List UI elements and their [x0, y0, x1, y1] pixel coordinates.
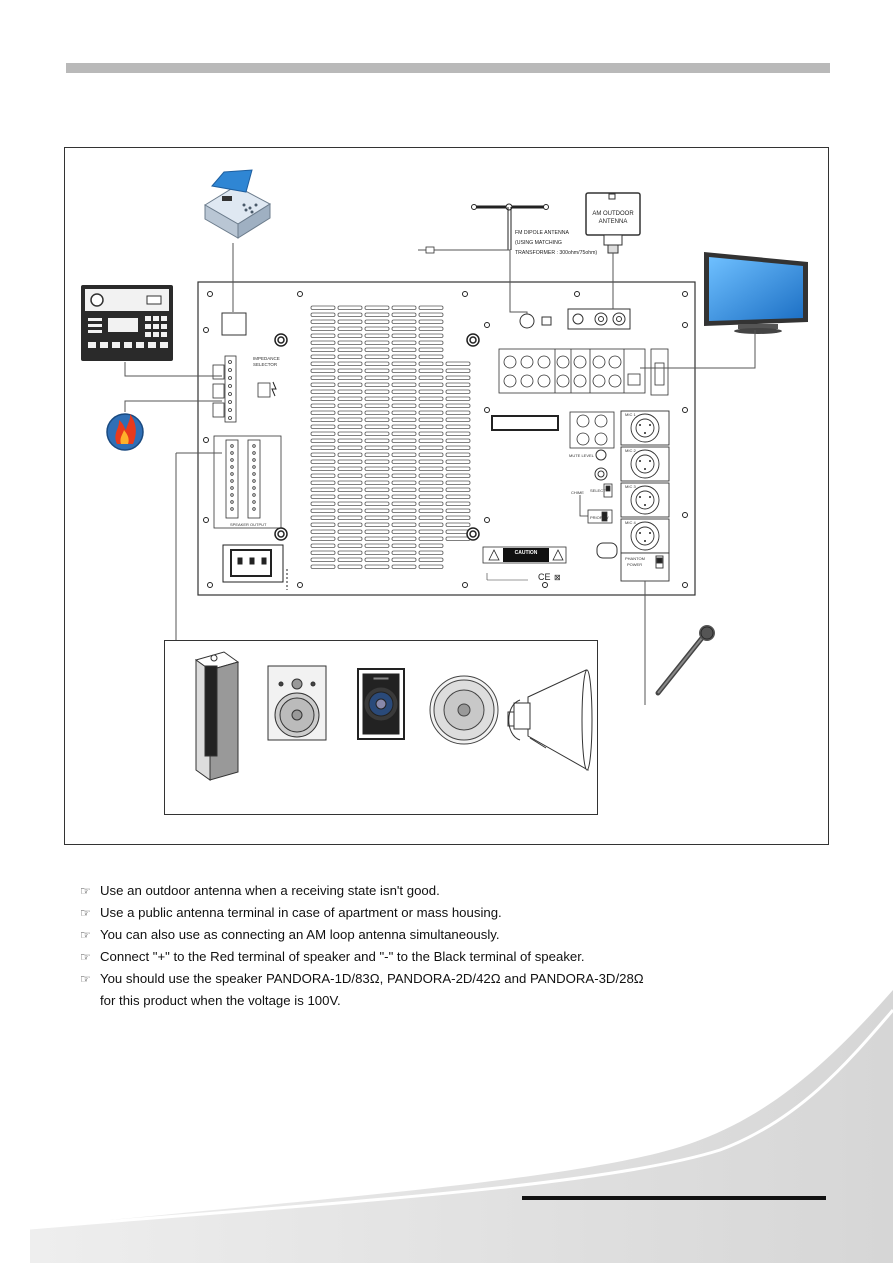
- note-item: ☞ You should use the speaker PANDORA-1D/8…: [80, 968, 840, 990]
- note-item: ☞ Use an outdoor antenna when a receiving…: [80, 880, 840, 902]
- header-bar: [66, 63, 830, 73]
- footer-rule: [522, 1196, 826, 1200]
- microphone-icon: [655, 625, 715, 696]
- fax-machine-icon: [204, 169, 272, 239]
- mute-level-label: MUTE LEVEL: [569, 453, 595, 458]
- am-antenna-label-2: ANTENNA: [599, 219, 628, 225]
- impedance-selector-label-2: SELECTOR: [253, 362, 278, 367]
- pointing-hand-icon: ☞: [80, 950, 91, 964]
- select-label: SELECT: [590, 488, 606, 493]
- ac-power-inlet: [222, 544, 288, 590]
- connection-diagram-frame: [64, 147, 829, 845]
- mic2-label: MIC 2: [625, 448, 636, 453]
- chime-label: CHIME: [571, 490, 584, 495]
- fire-alarm-icon: [106, 413, 144, 451]
- pointing-hand-icon: ☞: [80, 884, 91, 898]
- pointing-hand-icon: ☞: [80, 972, 91, 986]
- intercom-panel-icon: [81, 285, 173, 361]
- rca-jack-block: [498, 348, 669, 396]
- fm-antenna-label-2: (USING MATCHING: [515, 240, 562, 246]
- mic-input-jacks: [620, 410, 670, 582]
- pointing-hand-icon: ☞: [80, 928, 91, 942]
- matching-transformer-icon: [425, 246, 435, 254]
- ce-mark: CE: [538, 572, 551, 582]
- fm-antenna-label-3: TRANSFORMER : 300ohm/75ohm): [515, 250, 597, 256]
- note-text: Use a public antenna terminal in case of…: [100, 905, 502, 920]
- note-text: You can also use as connecting an AM loo…: [100, 927, 500, 942]
- phantom-power-label-1: PHANTOM: [625, 556, 645, 561]
- column-speaker-icon: [194, 651, 240, 781]
- am-antenna-label-1: AM OUTDOOR: [592, 211, 634, 217]
- tv-monitor-icon: [704, 252, 808, 334]
- amplifier-back-panel: CAUTION CE ⊠: [197, 281, 696, 596]
- note-item: ☞ Connect "+" to the Red terminal of spea…: [80, 946, 840, 968]
- chime-select-switch: [579, 483, 613, 524]
- fm-antenna-icon: [471, 203, 549, 250]
- mic1-label: MIC 1: [625, 412, 636, 417]
- note-text: Connect "+" to the Red terminal of speak…: [100, 949, 585, 964]
- mounting-holes: [274, 333, 480, 541]
- am-antenna-icon: [585, 192, 641, 254]
- speaker-output-terminals: [213, 435, 282, 529]
- page-swoosh: [30, 990, 893, 1263]
- telephone-input-jack: [221, 312, 247, 336]
- notes-list: ☞ Use an outdoor antenna when a receiving…: [80, 880, 840, 1011]
- ceiling-speaker-icon: [429, 675, 499, 745]
- antenna-input-jacks: [519, 308, 631, 330]
- note-continuation: for this product when the voltage is 100…: [100, 993, 341, 1008]
- aux-input-jacks: [569, 411, 615, 449]
- note-item: ☞ You can also use as connecting an AM lo…: [80, 924, 840, 946]
- caution-label: [482, 546, 567, 581]
- ventilation-slots: [310, 305, 471, 569]
- connection-lines: [124, 243, 756, 705]
- priority-label: PRIORITY: [590, 515, 609, 520]
- impedance-selector-terminal: [212, 355, 271, 423]
- mic3-label: MIC 3: [625, 484, 636, 489]
- note-item: ☞ Use a public antenna terminal in case o…: [80, 902, 840, 924]
- note-text: You should use the speaker PANDORA-1D/83…: [100, 971, 644, 986]
- panel-screws: [203, 291, 688, 588]
- protect-led: [596, 542, 618, 559]
- note-text: Use an outdoor antenna when a receiving …: [100, 883, 440, 898]
- model-label-slot: [491, 415, 559, 431]
- impedance-selector-label-1: IMPEDANCE: [253, 356, 280, 361]
- mic4-label: MIC 4: [625, 520, 636, 525]
- caution-text: CAUTION: [515, 550, 538, 556]
- wall-speaker-icon: [267, 665, 327, 741]
- speaker-output-label: SPEAKER OUTPUT: [230, 522, 267, 527]
- pointing-hand-icon: ☞: [80, 906, 91, 920]
- fm-antenna-label-1: FM DIPOLE ANTENNA: [515, 230, 569, 236]
- box-speaker-icon: [357, 668, 405, 740]
- phantom-power-label-2: POWER: [627, 562, 642, 567]
- mute-level-knob: [594, 449, 608, 481]
- horn-speaker-icon: [507, 669, 593, 771]
- weee-mark: ⊠: [554, 573, 561, 582]
